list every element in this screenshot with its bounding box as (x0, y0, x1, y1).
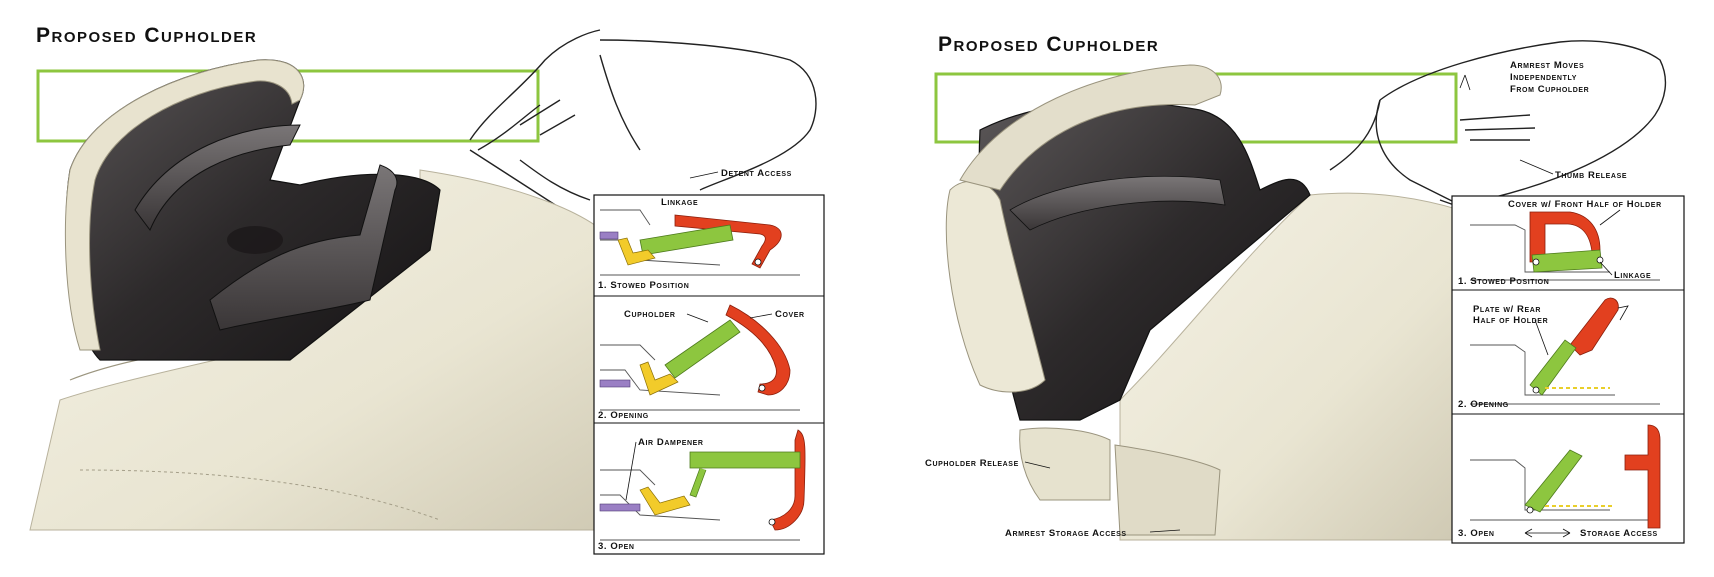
left-armrest-stitch (79, 469, 441, 521)
left-hand-sketch (469, 29, 817, 209)
right-lid-top (959, 64, 1222, 191)
left-step2-cover (725, 304, 791, 396)
right-callout-cupholder-release: Cupholder Release (925, 458, 1019, 469)
left-step1-linkage (617, 237, 656, 266)
left-step2-linkage (639, 361, 679, 396)
right-callout-armrest-moves-1: Armrest Moves (1510, 60, 1584, 71)
right-step1-label-cover: Cover w/ Front Half of Holder (1508, 199, 1662, 210)
right-step3-label-storage-access: Storage Access (1580, 528, 1658, 539)
right-step1-caption: 1. Stowed Position (1458, 276, 1549, 287)
left-step2-dampener (599, 379, 631, 388)
left-cup-arm-lower (209, 164, 398, 331)
right-step1-label-linkage: Linkage (1614, 270, 1651, 281)
left-step3-label-air-dampener: Air Dampener (638, 437, 704, 448)
right-step1-plate (1531, 249, 1603, 273)
left-step2-caption: 2. Opening (598, 410, 649, 421)
right-step3-plate (1524, 449, 1583, 513)
right-panel-illustration (934, 40, 1667, 541)
left-step1-diagram (599, 209, 800, 276)
right-step2-label-plate-1: Plate w/ Rear (1473, 304, 1541, 315)
left-step2-label-cupholder: Cupholder (624, 309, 676, 320)
left-step3-caption: 3. Open (598, 541, 635, 552)
left-panel-illustration (29, 29, 817, 531)
left-step3-diagram (599, 429, 806, 541)
left-step2-cupholder (664, 319, 741, 379)
right-step3-diagram (1470, 424, 1661, 538)
right-cup-rib (1009, 175, 1226, 231)
right-callout-armrest-moves-3: From Cupholder (1510, 84, 1589, 95)
right-step2-diagram (1470, 297, 1660, 405)
left-step3-cupholder (689, 451, 801, 469)
left-step3-dampener (599, 503, 641, 512)
left-cup-arm-upper (134, 124, 301, 231)
right-step1-diagram (1470, 211, 1660, 281)
left-step1-label-linkage: Linkage (661, 197, 698, 208)
left-step1-cover (674, 214, 782, 269)
right-step3-cover (1624, 424, 1661, 529)
right-storage-flap-left (1019, 427, 1111, 501)
left-callout-detent-access: Detent Access (721, 168, 792, 179)
left-step3-linkage (639, 486, 691, 516)
right-step2-label-plate-2: Half of Holder (1473, 315, 1548, 326)
left-step1-dampener (599, 231, 619, 240)
left-step1-caption: 1. Stowed Position (598, 280, 689, 291)
left-lid-rim (64, 59, 305, 351)
right-callout-armrest-storage-access: Armrest Storage Access (1005, 528, 1127, 539)
left-step1-cupholder (639, 224, 734, 256)
right-callout-thumb-release: Thumb Release (1555, 170, 1627, 181)
left-step2-diagram (599, 304, 800, 411)
right-title: Proposed Cupholder (938, 33, 1160, 56)
right-callout-armrest-moves-2: Independently (1510, 72, 1577, 83)
right-step2-cover (1569, 297, 1619, 356)
right-lid-front (945, 180, 1046, 393)
left-title: Proposed Cupholder (36, 24, 258, 47)
right-storage-flap-right (1114, 444, 1221, 536)
right-step2-caption: 2. Opening (1458, 399, 1509, 410)
left-step2-label-cover: Cover (775, 309, 805, 320)
right-step3-caption: 3. Open (1458, 528, 1495, 539)
